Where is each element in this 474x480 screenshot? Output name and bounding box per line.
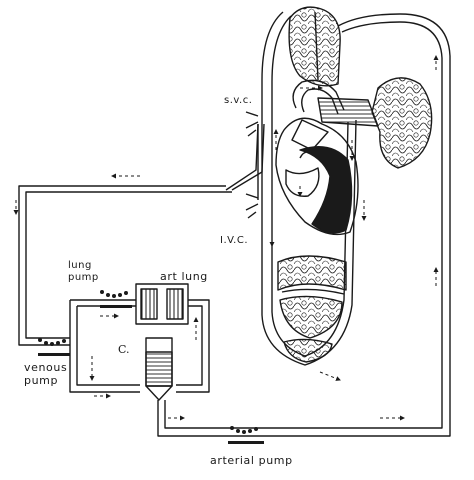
- art-lung-oxygenator: [135, 283, 189, 325]
- ivc-label: I.V.C.: [220, 235, 249, 246]
- svc-label: s.v.c.: [224, 95, 253, 106]
- arterial-pump-bar: [228, 441, 264, 444]
- great-vessels: [291, 79, 379, 151]
- venous-pump-label-line1: venous: [24, 361, 68, 374]
- lung-pump-rollers: [100, 290, 128, 298]
- pump-rollers: [38, 290, 264, 444]
- lung-pump-bar: [100, 305, 132, 308]
- head-vascular-bed: [288, 6, 341, 87]
- lung-pump-label-line1: lung: [68, 260, 92, 271]
- arterial-pump-rollers: [230, 426, 258, 434]
- body-outline: [261, 11, 357, 366]
- abdominal-organs: [277, 255, 347, 363]
- chamber-label: C.: [118, 343, 130, 356]
- venous-pump-rollers: [38, 338, 66, 346]
- arterial-return-line: [157, 13, 451, 437]
- reservoir-column: [145, 337, 173, 401]
- art-lung-label: art lung: [160, 270, 208, 283]
- lung-lobe-right: [371, 77, 433, 169]
- arterial-pump-label: arterial pump: [210, 454, 293, 467]
- heart: [275, 117, 359, 236]
- vena-cava-cannulae: [225, 111, 265, 219]
- venous-return-line: [18, 185, 232, 346]
- flow-arrows: [13, 55, 439, 421]
- venous-pump-bar: [38, 353, 70, 356]
- venous-pump-label-line2: pump: [24, 374, 59, 387]
- lung-pump-label-line2: pump: [68, 272, 99, 283]
